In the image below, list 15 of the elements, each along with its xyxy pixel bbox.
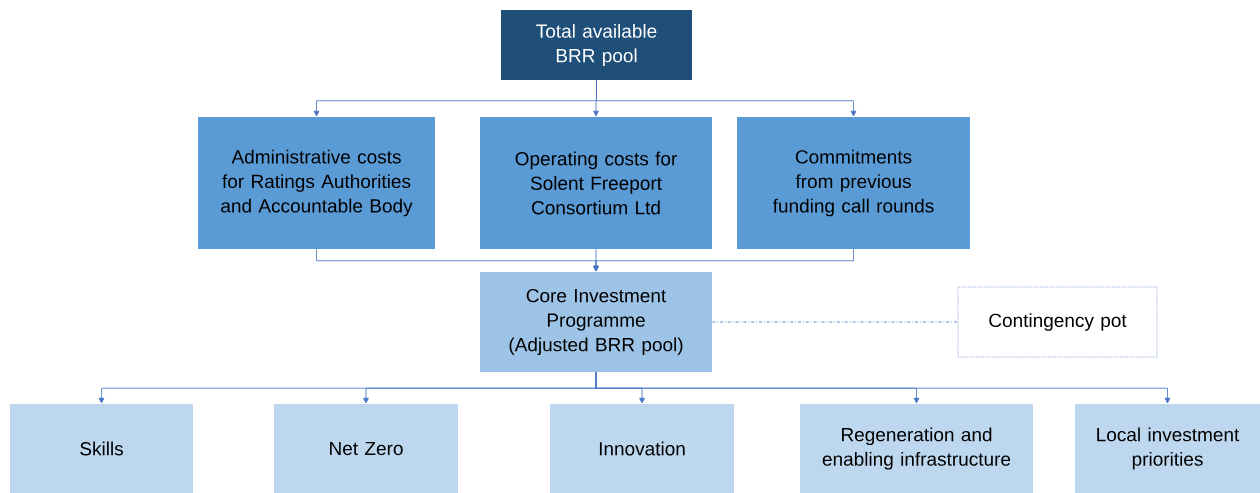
connector bbox=[595, 371, 1171, 404]
cost-box: Administrative costs for Ratings Authorities and Accountable Body bbox=[198, 117, 435, 249]
connector bbox=[711, 321, 958, 323]
top-box: Total available BRR pool bbox=[501, 10, 692, 80]
connector bbox=[596, 79, 857, 117]
theme-box: Innovation bbox=[550, 404, 734, 493]
theme-box: Skills bbox=[10, 404, 193, 493]
theme-box: Local investment priorities bbox=[1075, 404, 1260, 493]
cost-box: Commitments from previous funding call rounds bbox=[737, 117, 970, 249]
cost-box: Operating costs for Solent Freeport Consortium Ltd bbox=[480, 117, 712, 249]
programme-box: Core Investment Programme (Adjusted BRR pool) bbox=[480, 272, 712, 372]
dotted-box: Contingency pot bbox=[957, 286, 1158, 358]
theme-box: Regeneration and enabling infrastructure bbox=[800, 404, 1033, 493]
connector bbox=[593, 248, 854, 272]
theme-box: Net Zero bbox=[274, 404, 458, 493]
